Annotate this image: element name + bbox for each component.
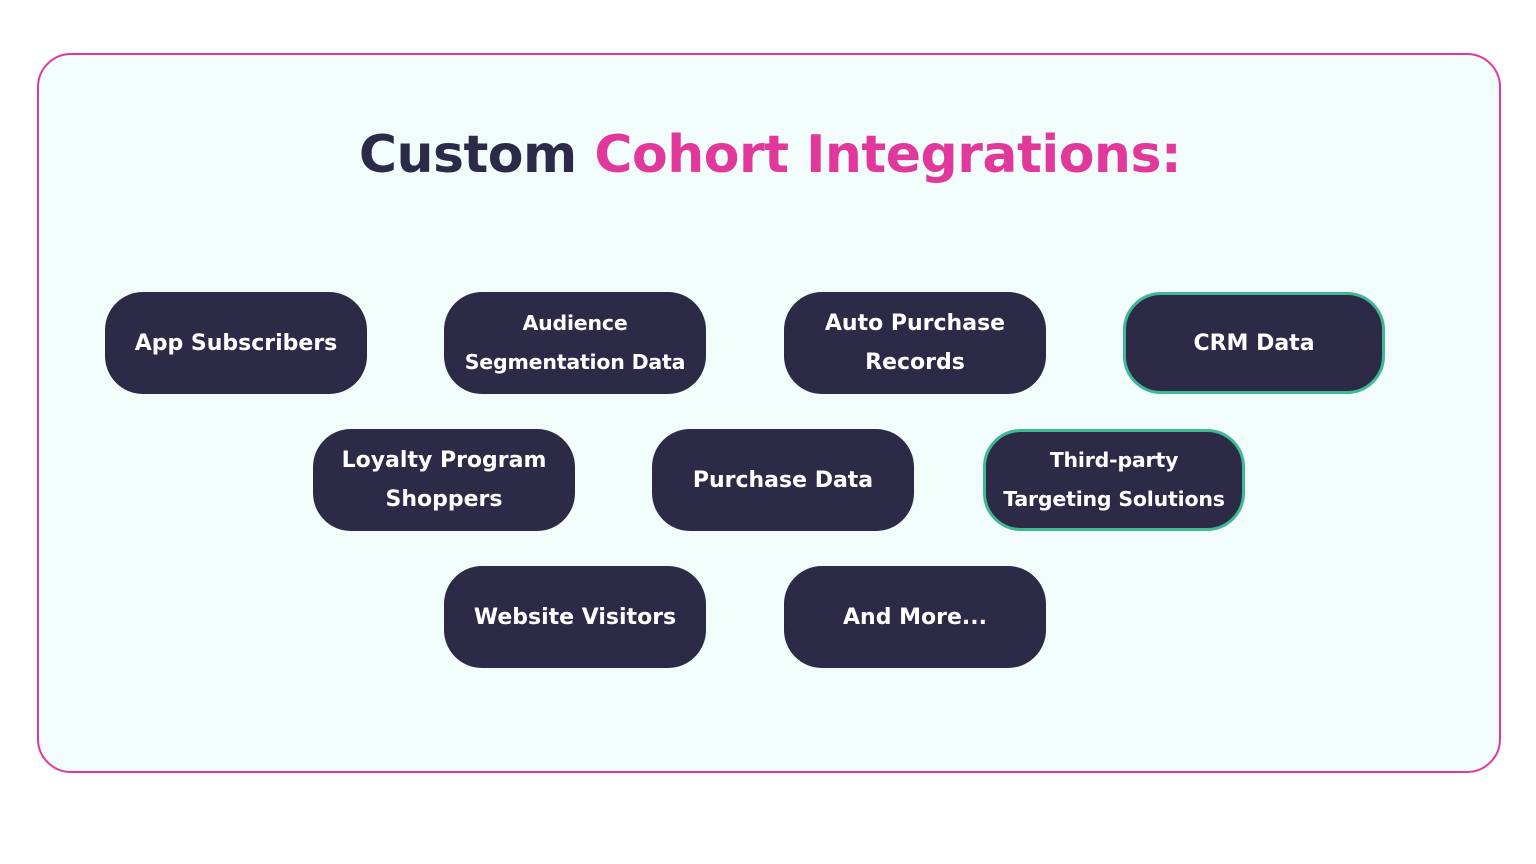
pill-auto-purchase-records: Auto Purchase Records: [784, 292, 1046, 394]
title-accent: Cohort Integrations:: [594, 125, 1182, 185]
pill-loyalty-program-shoppers: Loyalty Program Shoppers: [313, 429, 575, 531]
integrations-card: [37, 53, 1501, 773]
page-title: Custom Cohort Integrations:: [0, 120, 1536, 190]
pill-audience-segmentation-data: Audience Segmentation Data: [444, 292, 706, 394]
pill-and-more: And More...: [784, 566, 1046, 668]
pill-app-subscribers: App Subscribers: [105, 292, 367, 394]
pill-crm-data: CRM Data: [1123, 292, 1385, 394]
pill-website-visitors: Website Visitors: [444, 566, 706, 668]
pill-purchase-data: Purchase Data: [652, 429, 914, 531]
pill-third-party-targeting-solutions: Third-party Targeting Solutions: [983, 429, 1245, 531]
title-primary: Custom: [358, 125, 577, 185]
